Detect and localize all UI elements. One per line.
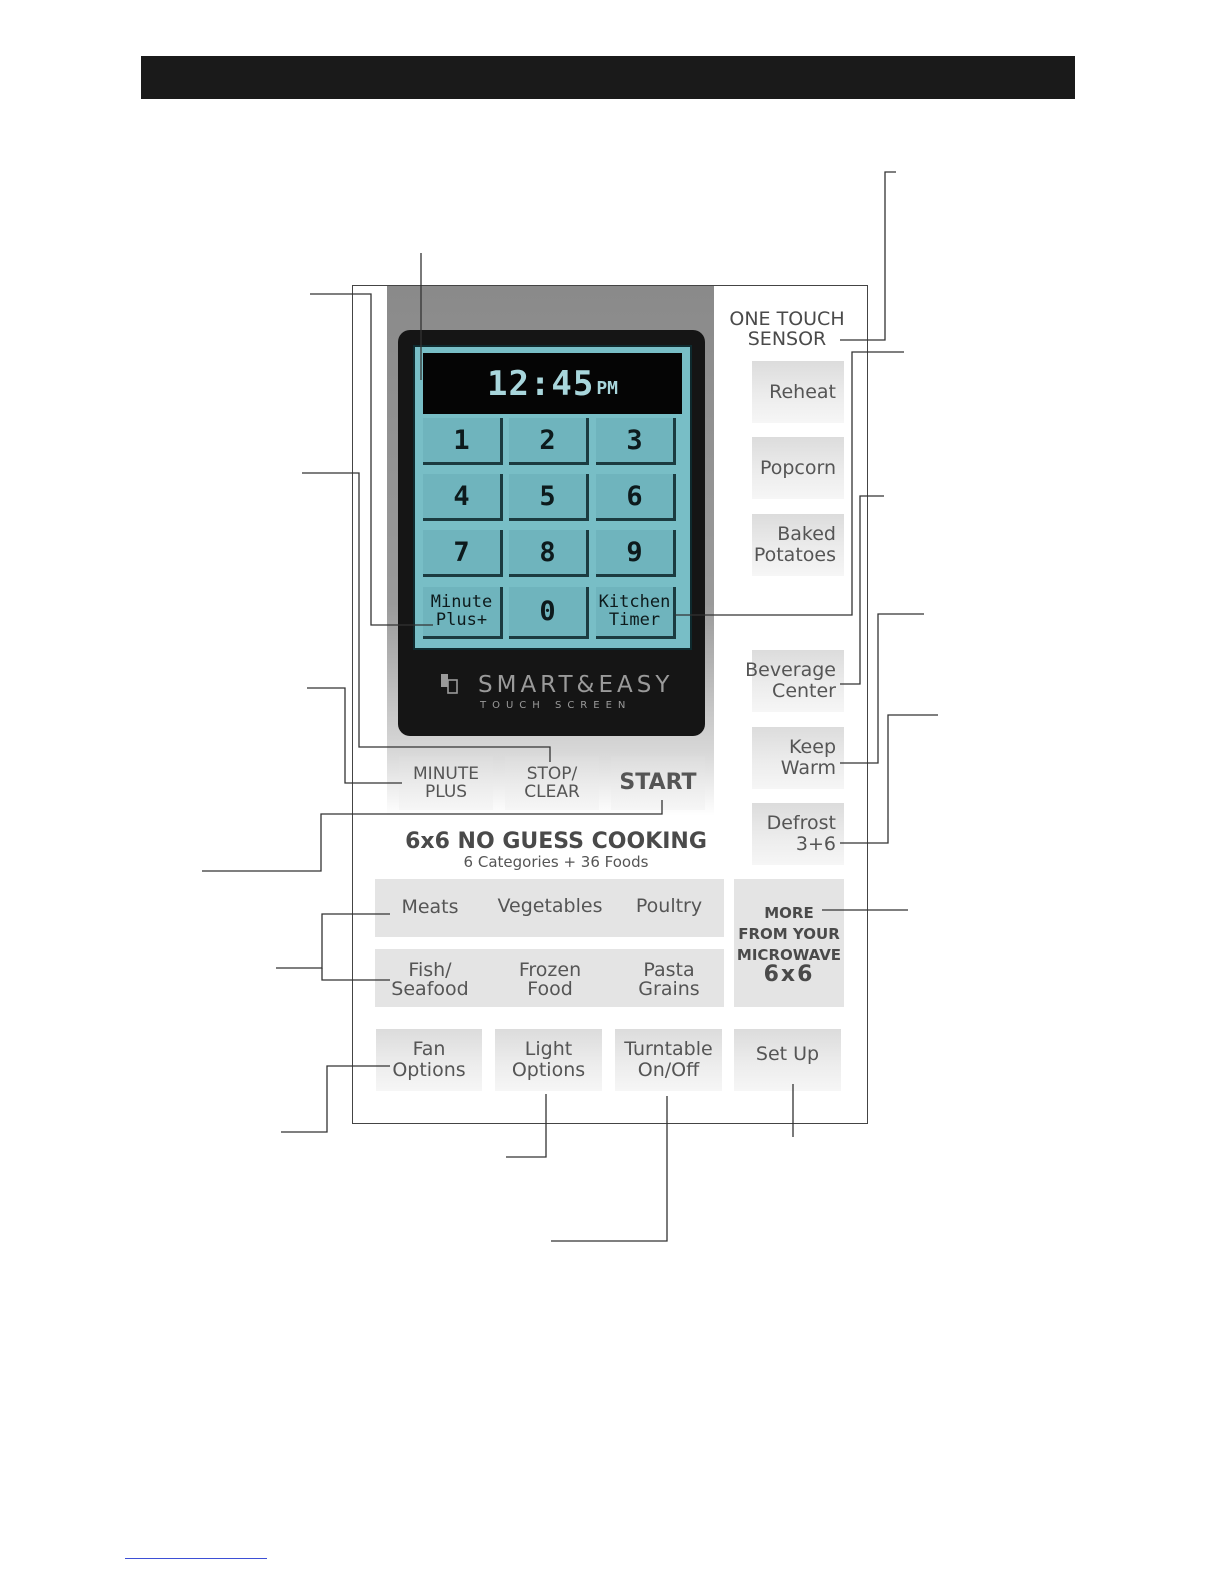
keypad-1[interactable]: 1: [423, 418, 503, 465]
category-meats[interactable]: Meats: [401, 896, 459, 918]
cooking-section-subtitle: 6 Categories + 36 Foods: [463, 853, 649, 871]
keypad-3[interactable]: 3: [596, 418, 676, 465]
start-button[interactable]: START: [611, 756, 705, 810]
stop-clear-button[interactable]: STOP/ CLEAR: [505, 756, 599, 810]
more-from-your-microwave-button[interactable]: MORE FROM YOUR MICROWAVE 6x6: [734, 879, 844, 1007]
category-pasta-grains[interactable]: Pasta Grains: [638, 959, 700, 1000]
category-row-1: [375, 879, 724, 937]
keypad-minute-plus[interactable]: Minute Plus+: [423, 587, 503, 639]
keypad-2[interactable]: 2: [509, 418, 589, 465]
keypad-5[interactable]: 5: [509, 474, 589, 521]
keypad-kitchen-timer[interactable]: Kitchen Timer: [596, 587, 676, 639]
brand-logo: SMART&EASY TOUCH SCREEN: [440, 672, 680, 716]
clock-time: 12:45: [486, 363, 595, 404]
one-touch-sensor-label: ONE TOUCH SENSOR: [729, 308, 845, 350]
category-poultry[interactable]: Poultry: [635, 895, 703, 917]
brand-subtitle: TOUCH SCREEN: [480, 700, 632, 711]
defrost-button[interactable]: Defrost 3+6: [752, 803, 844, 865]
touch-hand-icon: [441, 674, 458, 694]
category-fish-seafood[interactable]: Fish/ Seafood: [391, 959, 469, 1000]
turntable-on-off-button[interactable]: Turntable On/Off: [615, 1029, 722, 1091]
keypad-7[interactable]: 7: [423, 530, 503, 577]
category-vegetables[interactable]: Vegetables: [497, 895, 603, 917]
light-options-button[interactable]: Light Options: [495, 1029, 602, 1091]
keypad-9[interactable]: 9: [596, 530, 676, 577]
keypad-0[interactable]: 0: [509, 587, 589, 639]
baked-potatoes-button[interactable]: Baked Potatoes: [752, 514, 844, 576]
minute-plus-button[interactable]: MINUTE PLUS: [399, 756, 493, 810]
more-label: MORE FROM YOUR MICROWAVE: [736, 904, 842, 964]
keypad-6[interactable]: 6: [596, 474, 676, 521]
keypad-8[interactable]: 8: [509, 530, 589, 577]
keep-warm-button[interactable]: Keep Warm: [752, 727, 844, 789]
cooking-section-title: 6x6 NO GUESS COOKING: [405, 829, 707, 854]
header-bar: [141, 56, 1075, 99]
set-up-button[interactable]: Set Up: [734, 1029, 841, 1091]
clock-display: 12:45 PM: [423, 353, 682, 414]
footer-rule: [125, 1558, 267, 1559]
popcorn-button[interactable]: Popcorn: [752, 437, 844, 499]
clock-ampm: PM: [596, 378, 619, 399]
keypad-4[interactable]: 4: [423, 474, 503, 521]
beverage-center-button[interactable]: Beverage Center: [745, 650, 844, 712]
reheat-button[interactable]: Reheat: [752, 361, 844, 423]
brand-name: SMART&EASY: [478, 672, 674, 698]
category-frozen-food[interactable]: Frozen Food: [518, 959, 582, 1000]
fan-options-button[interactable]: Fan Options: [376, 1029, 482, 1091]
category-row-2: [375, 949, 724, 1007]
more-number: 6x6: [763, 962, 815, 987]
